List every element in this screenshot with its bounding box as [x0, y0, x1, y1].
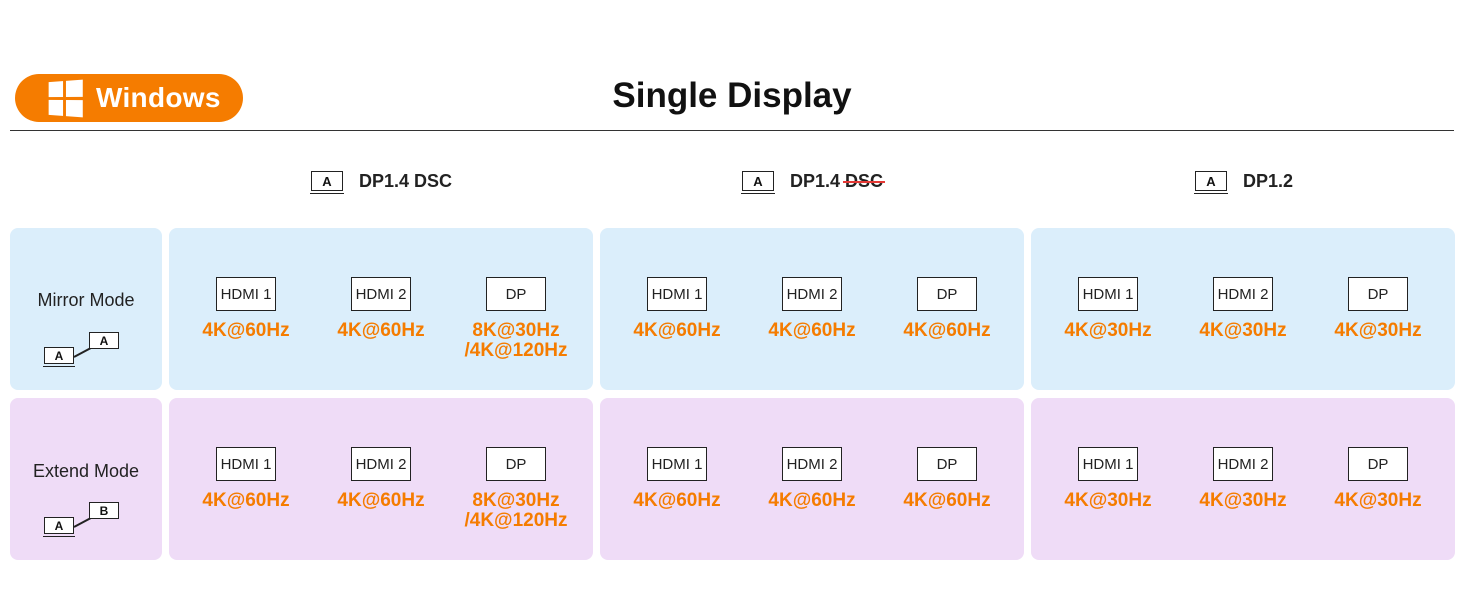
resolution: 4K@30Hz [1199, 320, 1287, 341]
divider [10, 130, 1454, 131]
monitor-b-icon: B [89, 502, 119, 519]
port-cell: HDMI 1 4K@60Hz [609, 447, 745, 511]
extend-mode: Extend Mode A B [10, 398, 162, 560]
column-header-suffix-struck: DSC [845, 170, 884, 191]
port-dp-icon: DP [917, 277, 977, 311]
resolution: 4K@60Hz [903, 320, 991, 341]
resolution: 4K@60Hz [202, 490, 290, 511]
port-cell: HDMI 1 4K@60Hz [609, 277, 745, 341]
resolution: 8K@30Hz [472, 320, 560, 341]
port-cell: HDMI 1 4K@30Hz [1040, 277, 1176, 341]
monitor-icon: A [310, 171, 344, 194]
resolution: 4K@60Hz [768, 320, 856, 341]
port-hdmi1-icon: HDMI 1 [647, 277, 707, 311]
monitor-a-icon: A [43, 517, 75, 537]
port-hdmi2-icon: HDMI 2 [351, 447, 411, 481]
resolution: 4K@60Hz [903, 490, 991, 511]
monitor-icon: A [741, 171, 775, 194]
resolution: 4K@60Hz [337, 490, 425, 511]
resolution: 4K@60Hz [768, 490, 856, 511]
port-hdmi1-icon: HDMI 1 [647, 447, 707, 481]
port-hdmi1-icon: HDMI 1 [216, 447, 276, 481]
resolution: 4K@30Hz [1064, 320, 1152, 341]
column-header-text: DP1.2 [1243, 170, 1294, 191]
column-header-dp12: A DP1.2 [1194, 168, 1294, 194]
page-title: Single Display [612, 76, 852, 115]
resolution: 4K@30Hz [1334, 320, 1422, 341]
port-dp-icon: DP [1348, 447, 1408, 481]
port-cell: HDMI 2 4K@30Hz [1175, 277, 1311, 341]
mode-label: Extend Mode [32, 461, 140, 481]
port-cell: DP 4K@30Hz [1310, 277, 1446, 341]
column-header-dp14-dsc: A DP1.4 DSC [310, 168, 453, 194]
port-dp-icon: DP [917, 447, 977, 481]
column-header-dp14-no-dsc: A DP1.4 DSC [741, 168, 884, 194]
port-cell: DP 4K@60Hz [879, 447, 1015, 511]
windows-badge: Windows [15, 74, 243, 122]
port-hdmi2-icon: HDMI 2 [782, 447, 842, 481]
resolution: 8K@30Hz [472, 490, 560, 511]
port-cell: DP 8K@30Hz/4K@120Hz [448, 277, 584, 361]
extend-mode-label-panel [10, 398, 162, 560]
port-hdmi2-icon: HDMI 2 [1213, 277, 1273, 311]
port-cell: HDMI 2 4K@60Hz [744, 277, 880, 341]
platform-label: Windows [96, 82, 221, 113]
resolution: 4K@60Hz [633, 490, 721, 511]
port-dp-icon: DP [1348, 277, 1408, 311]
mirror-mode-label-panel [10, 228, 162, 390]
resolution: 4K@60Hz [633, 320, 721, 341]
port-hdmi2-icon: HDMI 2 [782, 277, 842, 311]
port-hdmi1-icon: HDMI 1 [1078, 277, 1138, 311]
mirror-mode: Mirror Mode A A [10, 228, 162, 390]
port-cell: HDMI 1 4K@30Hz [1040, 447, 1176, 511]
column-header-text: DP1.4 [790, 170, 841, 191]
resolution: 4K@60Hz [202, 320, 290, 341]
resolution-alt: /4K@120Hz [464, 340, 568, 361]
resolution: 4K@30Hz [1064, 490, 1152, 511]
port-hdmi1-icon: HDMI 1 [1078, 447, 1138, 481]
port-dp-icon: DP [486, 277, 546, 311]
port-cell: HDMI 2 4K@60Hz [744, 447, 880, 511]
port-cell: HDMI 2 4K@60Hz [313, 277, 449, 341]
port-cell: DP 4K@60Hz [879, 277, 1015, 341]
mode-label: Mirror Mode [37, 290, 135, 310]
port-hdmi2-icon: HDMI 2 [351, 277, 411, 311]
port-cell: DP 4K@30Hz [1310, 447, 1446, 511]
resolution-alt: /4K@120Hz [464, 510, 568, 531]
monitor-icon: A [1194, 171, 1228, 194]
port-hdmi1-icon: HDMI 1 [216, 277, 276, 311]
port-cell: HDMI 1 4K@60Hz [178, 277, 314, 341]
resolution: 4K@30Hz [1199, 490, 1287, 511]
port-cell: HDMI 2 4K@60Hz [313, 447, 449, 511]
monitor-mirror-icon: A [89, 332, 119, 349]
resolution: 4K@30Hz [1334, 490, 1422, 511]
port-cell: HDMI 1 4K@60Hz [178, 447, 314, 511]
port-cell: HDMI 2 4K@30Hz [1175, 447, 1311, 511]
column-header-suffix: DSC [414, 170, 453, 191]
port-hdmi2-icon: HDMI 2 [1213, 447, 1273, 481]
resolution: 4K@60Hz [337, 320, 425, 341]
port-cell: DP 8K@30Hz/4K@120Hz [448, 447, 584, 531]
column-header-text: DP1.4 [359, 170, 410, 191]
monitor-a-icon: A [43, 347, 75, 367]
port-dp-icon: DP [486, 447, 546, 481]
